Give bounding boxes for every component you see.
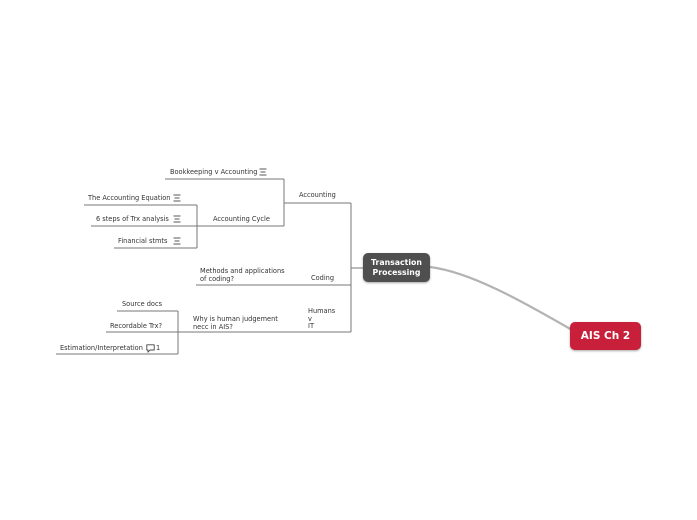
humans-line2: v: [308, 314, 312, 323]
methods-line1: Methods and applications: [200, 267, 285, 275]
topic-accounting-cycle[interactable]: Accounting Cycle: [213, 215, 270, 223]
comment-icon[interactable]: [146, 344, 155, 353]
topic-recordable-trx[interactable]: Recordable Trx?: [110, 322, 162, 330]
notes-icon[interactable]: [173, 215, 181, 223]
main-topic-label-line1: Transaction: [371, 258, 422, 267]
topic-financial-stmts[interactable]: Financial stmts: [118, 237, 168, 245]
topic-human-judgement[interactable]: Why is human judgement necc in AIS?: [193, 315, 278, 331]
topic-trx-steps[interactable]: 6 steps of Trx analysis: [96, 215, 169, 223]
judgement-line1: Why is human judgement: [193, 315, 278, 323]
main-topic-transaction-processing[interactable]: Transaction Processing: [363, 253, 430, 282]
humans-line1: Humans: [308, 307, 336, 315]
comment-count: 1: [156, 344, 161, 352]
topic-estimation[interactable]: Estimation/Interpretation: [60, 344, 143, 352]
root-topic-label: AIS Ch 2: [580, 330, 631, 342]
humans-line3: IT: [308, 322, 314, 330]
notes-icon[interactable]: [259, 168, 267, 176]
topic-accounting-equation[interactable]: The Accounting Equation: [88, 194, 171, 202]
notes-icon[interactable]: [173, 194, 181, 202]
main-topic-label-line2: Processing: [372, 267, 421, 277]
topic-methods-coding[interactable]: Methods and applications of coding?: [200, 267, 285, 283]
topic-source-docs[interactable]: Source docs: [122, 300, 163, 308]
judgement-line2: necc in AIS?: [193, 322, 233, 331]
methods-line2: of coding?: [200, 274, 234, 283]
connector-root-main: [429, 265, 573, 331]
root-topic-ais-ch2[interactable]: AIS Ch 2: [570, 322, 641, 350]
topic-bookkeeping[interactable]: Bookkeeping v Accounting: [170, 168, 258, 176]
topic-coding[interactable]: Coding: [311, 274, 335, 282]
topic-humans-v-it[interactable]: Humans v IT: [308, 307, 336, 331]
topic-accounting[interactable]: Accounting: [299, 191, 336, 199]
notes-icon[interactable]: [173, 237, 181, 245]
